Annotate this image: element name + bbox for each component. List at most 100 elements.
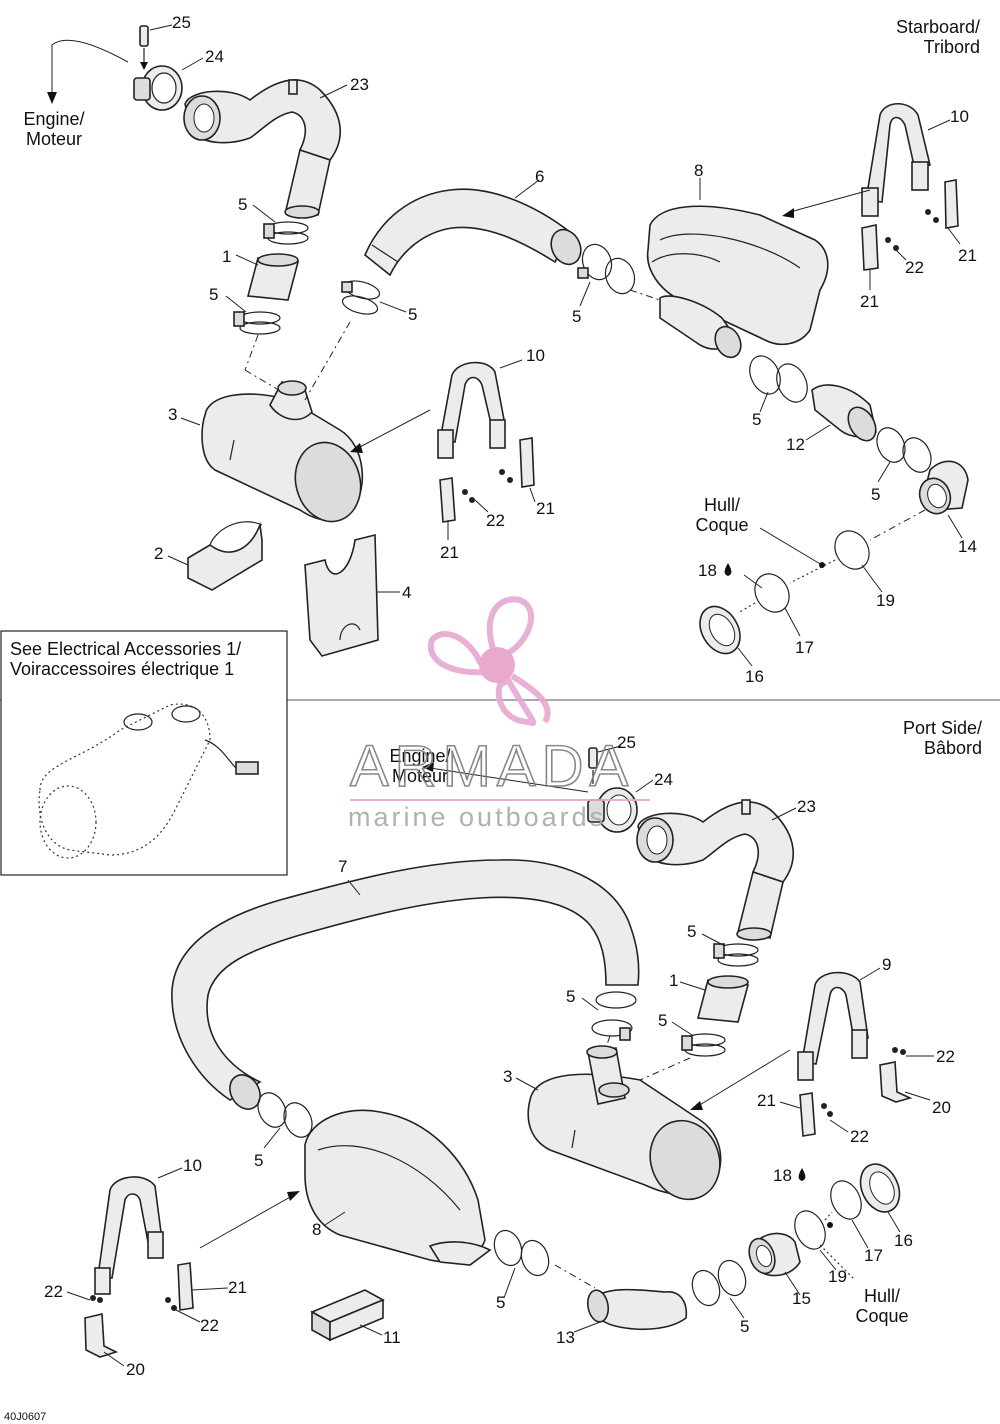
- callout-top-24: 24: [205, 47, 224, 66]
- drop-icon-top: [724, 563, 732, 576]
- callout-bottom-22d: 22: [44, 1282, 63, 1301]
- callout-bottom-11: 11: [383, 1328, 401, 1347]
- engine-label-bottom-line-1: Engine/: [389, 746, 450, 766]
- callout-top-21b: 21: [860, 292, 879, 311]
- muffler-3-top: [201, 380, 364, 523]
- flange-16-top: [699, 605, 741, 655]
- callout-top-16: 16: [745, 667, 764, 686]
- figure-code: 40J0607: [4, 1411, 46, 1423]
- flange-16-bottom: [859, 1163, 901, 1213]
- pipe-7-bottom: [171, 859, 640, 1110]
- callout-top-25: 25: [172, 13, 191, 32]
- callout-top-21a: 21: [958, 246, 977, 265]
- drop-icon-bottom: [798, 1168, 806, 1181]
- ring-19-top: [834, 530, 870, 570]
- see-electrical-box: [0, 630, 288, 876]
- exhaust-elbow-23-bottom: [636, 799, 794, 941]
- callout-bottom-22a: 22: [936, 1047, 955, 1066]
- electrical-muffler-sketch: [38, 703, 259, 859]
- support-2-top: [187, 521, 263, 591]
- strap-10-top-right: [861, 102, 931, 217]
- callout-top-5c: 5: [572, 307, 581, 326]
- callout-bottom-3: 3: [503, 1067, 512, 1086]
- strap-9-bottom: [797, 971, 869, 1081]
- watermark-brand: ARMADA: [350, 734, 634, 799]
- hull-label-top-line-2: Coque: [695, 515, 748, 535]
- bracket-21-bottom-right: [799, 1092, 816, 1137]
- callout-top-3: 3: [168, 405, 177, 424]
- callout-top-5b: 5: [209, 285, 218, 304]
- callout-top-22b: 22: [486, 511, 505, 530]
- exhaust-elbow-23-top: [183, 79, 341, 219]
- callout-top-18: 18: [698, 561, 717, 580]
- hull-label-bottom: Hull/ Coque: [855, 1286, 908, 1326]
- clamp-24-top: [133, 65, 183, 111]
- clamps-5-at-pipe-6-top: [577, 243, 636, 295]
- hull-label-bottom-line-2: Coque: [855, 1306, 908, 1326]
- hull-label-top: Hull/ Coque: [695, 495, 748, 535]
- callout-bottom-15: 15: [792, 1289, 811, 1308]
- callouts-bottom: 25 24 23 7 5 1 5 5 9 22 20 3 21 22 5 10 …: [44, 733, 955, 1379]
- port-label-line-1: Port Side/: [903, 718, 982, 738]
- port-label-line-2: Bâbord: [924, 738, 982, 758]
- bracket-21-top-middle: [439, 437, 535, 523]
- propeller-logo: [427, 596, 551, 727]
- callout-top-19: 19: [876, 591, 895, 610]
- clamps-5-hose12-top: [876, 427, 932, 473]
- outlet-15-bottom: [748, 1232, 801, 1277]
- hose-13-bottom: [586, 1288, 688, 1331]
- see-electrical-line-1: See Electrical Accessories 1/: [10, 639, 241, 659]
- callout-top-17: 17: [795, 638, 814, 657]
- engine-label-bottom-line-2: Moteur: [392, 766, 448, 786]
- callout-top-21d: 21: [440, 543, 459, 562]
- pin-25-top: [139, 25, 149, 70]
- callout-leaders: [66, 24, 963, 1367]
- callout-bottom-21b: 21: [228, 1278, 247, 1297]
- callout-bottom-16: 16: [894, 1231, 913, 1250]
- see-electrical-text: See Electrical Accessories 1/ Voiraccess…: [10, 639, 241, 679]
- callout-bottom-10: 10: [183, 1156, 202, 1175]
- callout-top-8: 8: [694, 161, 703, 180]
- see-electrical-line-2: Voiraccessoires électrique 1: [10, 659, 234, 679]
- pipe-6-top: [364, 188, 582, 277]
- callout-bottom-21a: 21: [757, 1091, 776, 1110]
- callout-top-5a: 5: [238, 195, 247, 214]
- port-label: Port Side/ Bâbord: [903, 718, 982, 758]
- muffler-3-bottom: [527, 1045, 722, 1201]
- clamps-5-at-hose-13-right: [691, 1259, 747, 1307]
- clamps-5-outlet-top: [749, 355, 808, 403]
- starboard-label: Starboard/ Tribord: [896, 17, 980, 57]
- bolts-22-top-right: [885, 209, 939, 251]
- callout-bottom-19: 19: [828, 1267, 847, 1286]
- callout-bottom-5b: 5: [658, 1011, 667, 1030]
- bolts-22-bottom-left: [90, 1295, 177, 1311]
- callout-bottom-5f: 5: [740, 1317, 749, 1336]
- callout-bottom-24: 24: [654, 770, 673, 789]
- hose-1-top: [246, 253, 300, 301]
- callout-bottom-5c: 5: [566, 987, 575, 1006]
- bracket-20-bottom-right: [879, 1061, 913, 1103]
- callout-bottom-25: 25: [617, 733, 636, 752]
- muffler-box-8-top: [646, 205, 829, 359]
- bolts-22-bottom-right: [892, 1047, 906, 1055]
- callout-top-22a: 22: [905, 258, 924, 277]
- callout-top-12: 12: [786, 435, 805, 454]
- callout-top-14: 14: [958, 537, 977, 556]
- engine-label-top-line-2: Moteur: [26, 129, 82, 149]
- gasket-17-bottom: [830, 1180, 862, 1220]
- clamps-5-top-of-pipe-7: [591, 991, 637, 1041]
- block-11-bottom: [310, 1289, 385, 1342]
- callout-bottom-17: 17: [864, 1246, 883, 1265]
- outlet-elbow-14-top: [918, 460, 969, 515]
- clamps-5-at-pipe-7-left: [257, 1092, 313, 1138]
- clamps-5-upper-top: [263, 221, 309, 245]
- callout-bottom-8: 8: [312, 1220, 321, 1239]
- callout-top-1: 1: [222, 247, 231, 266]
- callout-bottom-18: 18: [773, 1166, 792, 1185]
- starboard-label-line-2: Tribord: [924, 37, 980, 57]
- callout-bottom-20b: 20: [126, 1360, 145, 1379]
- callouts-top: 25 24 23 5 1 5 6 8 10 21 22 21 5 5 5 12 …: [154, 13, 977, 686]
- clamps-5-upper-bottom: [713, 943, 759, 967]
- clamps-5-at-muffler-top: [341, 280, 381, 315]
